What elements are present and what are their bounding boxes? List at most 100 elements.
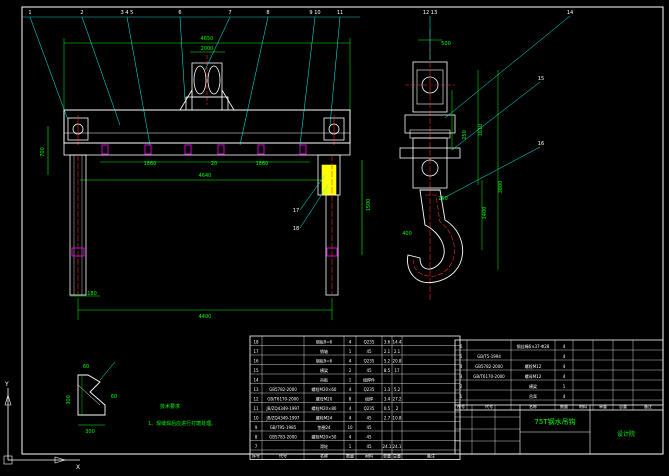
clamp-row bbox=[101, 144, 307, 155]
balloon-main-3: 3 4 5 bbox=[121, 10, 134, 16]
bom-left-cell-3-4: 45 bbox=[366, 368, 372, 373]
drawing-frame bbox=[21, 6, 664, 455]
bom-left-cell-2-2: 钢板δ=6 bbox=[316, 358, 333, 364]
bom-left-cell-0-6: 14.4 bbox=[393, 340, 402, 345]
bom-right-cell-2-3: 4 bbox=[563, 364, 566, 369]
dim-side-mid-width: 250 bbox=[462, 130, 468, 140]
bom-left-cell-11-4: 45 bbox=[366, 444, 372, 449]
tech-note-line: 1、焊缝焊后应进行打磨处理。 bbox=[148, 420, 216, 427]
dim-left-height: 700 bbox=[40, 147, 46, 157]
bom-left-cell-2-3: 4 bbox=[349, 359, 352, 364]
tech-note-title: 技术要求 bbox=[160, 403, 180, 410]
bom-right-header-5: 单重 bbox=[599, 403, 607, 409]
ucs-axis-icon: Y X bbox=[3, 381, 80, 471]
main-beam bbox=[63, 109, 351, 144]
bom-left-cell-1-5: 2.1 bbox=[384, 349, 391, 354]
dim-span: 4640 bbox=[199, 173, 212, 179]
bom-left-cell-8-2: 螺栓M24 bbox=[316, 415, 333, 421]
bom-right-cell-0-0: 6 bbox=[460, 344, 463, 349]
bom-left-cell-2-5: 5.2 bbox=[384, 359, 391, 364]
dim-top-overall: 4650 bbox=[201, 36, 214, 42]
bom-left-cell-11-5: 24.1 bbox=[383, 444, 392, 449]
bom-left-cell-0-2: 钢板δ=6 bbox=[316, 339, 333, 345]
bom-left-cell-5-6: 5.2 bbox=[394, 387, 401, 392]
bom-left-header-0: 序号 bbox=[252, 453, 260, 459]
bom-left-cell-10-0: 8 bbox=[255, 435, 258, 440]
detail-view: 60 300 300 60 技术要求 1、焊缝焊后应进行打磨处理。 bbox=[66, 361, 216, 435]
balloon-17: 17 bbox=[293, 208, 299, 214]
drawing-title: 75T钢水吊钩 bbox=[534, 417, 575, 426]
bom-left-cell-3-6: 17 bbox=[394, 368, 400, 373]
bom-left-cell-6-1: GB/T6170-2000 bbox=[267, 397, 299, 402]
bom-left-cell-0-4: Q235 bbox=[364, 340, 375, 345]
bom-right-header-7: 备注 bbox=[644, 403, 652, 409]
balloon-12-13: 12 13 bbox=[423, 10, 437, 16]
bom-left-cell-4-4: 组焊件 bbox=[363, 377, 375, 383]
bom-left-header-3: 数量 bbox=[346, 453, 354, 459]
title-block: 75T钢水吊钩 设计院 bbox=[454, 404, 664, 455]
bom-left-cell-1-4: 45 bbox=[366, 349, 372, 354]
balloon-18: 18 bbox=[293, 226, 299, 232]
bom-right-cell-2-1: GB5782-2000 bbox=[475, 364, 503, 369]
bom-left-cell-10-2: 螺栓M20×50 bbox=[312, 434, 337, 440]
balloon-main-4: 6 bbox=[178, 10, 181, 16]
detail-dim-b: 300 bbox=[66, 395, 72, 405]
bom-left-cell-3-3: 2 bbox=[349, 368, 352, 373]
dim-spacing-a: 1860 bbox=[144, 161, 157, 167]
side-view-hook: 500 250 1610 3800 1400 250 400 12 13 14 … bbox=[399, 10, 573, 300]
detail-dim-a: 60 bbox=[83, 364, 89, 370]
bom-left-cell-0-3: 4 bbox=[349, 340, 352, 345]
bom-left-cell-3-5: 8.5 bbox=[384, 368, 391, 373]
bom-left-cell-10-4: 45 bbox=[366, 435, 372, 440]
bom-left-cell-10-1: GB5783-2000 bbox=[269, 435, 297, 440]
bom-right-header-2: 名称 bbox=[529, 403, 537, 409]
bom-left-cell-5-4: Q235 bbox=[364, 387, 375, 392]
bom-left-cell-3-0: 15 bbox=[253, 368, 259, 373]
bom-left-cell-2-6: 20.8 bbox=[393, 359, 402, 364]
bom-left-cell-8-0: 10 bbox=[253, 416, 259, 421]
bom-left-cell-11-6: 24.1 bbox=[393, 444, 402, 449]
bom-left-cell-9-1: GB/T95-1985 bbox=[270, 425, 297, 430]
bom-left-cell-10-3: 4 bbox=[349, 435, 352, 440]
balloon-main-7: 9 10 bbox=[309, 10, 320, 16]
bom-left-cell-5-1: GB5782-2000 bbox=[269, 387, 297, 392]
balloon-14: 14 bbox=[567, 10, 573, 16]
bom-left-header-4: 材料 bbox=[365, 453, 373, 459]
bom-right-cell-1-3: 4 bbox=[563, 354, 566, 359]
bom-right-cell-2-2: 螺栓M12 bbox=[525, 363, 542, 369]
balloon-main-2: 2 bbox=[80, 10, 83, 16]
bom-left-cell-8-6: 10.8 bbox=[393, 416, 402, 421]
bom-left-cell-4-3: 1 bbox=[349, 378, 352, 383]
bom-right-cell-4-2: 横梁 bbox=[529, 383, 537, 389]
detail-dim-c: 300 bbox=[85, 429, 95, 435]
balloon-main-1: 1 bbox=[28, 10, 31, 16]
bom-left-cell-9-2: 垫圈24 bbox=[317, 424, 331, 430]
detail-dim-d: 60 bbox=[111, 394, 117, 400]
bom-left-cell-2-4: Q235 bbox=[364, 359, 375, 364]
bom-right-cell-3-0: 3 bbox=[460, 374, 463, 379]
bom-left-cell-6-0: 12 bbox=[253, 397, 259, 402]
bom-left-cell-0-5: 3.6 bbox=[384, 340, 391, 345]
hook-outline bbox=[407, 189, 464, 284]
bom-right-cell-4-3: 1 bbox=[563, 384, 566, 389]
bom-left-cell-7-4: Q235 bbox=[364, 406, 375, 411]
bom-left-header-6: 总重 bbox=[393, 453, 401, 459]
bom-left-cell-6-3: 8 bbox=[349, 397, 352, 402]
bom-right-cell-0-2: 钢丝绳6×37-Φ28 bbox=[517, 343, 550, 349]
bom-left-cell-7-3: 4 bbox=[349, 406, 352, 411]
dim-top-inner: 2000 bbox=[201, 46, 214, 52]
dim-side-hook: 250 bbox=[438, 196, 448, 202]
balloon-16: 16 bbox=[538, 141, 544, 147]
bom-right-header-1: 代号 bbox=[485, 403, 493, 409]
bom-left-cell-4-2: 吊板 bbox=[320, 377, 328, 383]
bom-right-cell-4-0: 2 bbox=[460, 384, 463, 389]
bom-left-cell-5-2: 螺栓M20×60 bbox=[312, 386, 337, 392]
bom-left-cell-9-3: 10 bbox=[347, 425, 353, 430]
bom-left-cell-6-2: 螺母M20 bbox=[316, 396, 333, 402]
bom-left-cell-1-6: 2.1 bbox=[394, 349, 401, 354]
bom-left-header-5: 单重 bbox=[383, 453, 391, 459]
